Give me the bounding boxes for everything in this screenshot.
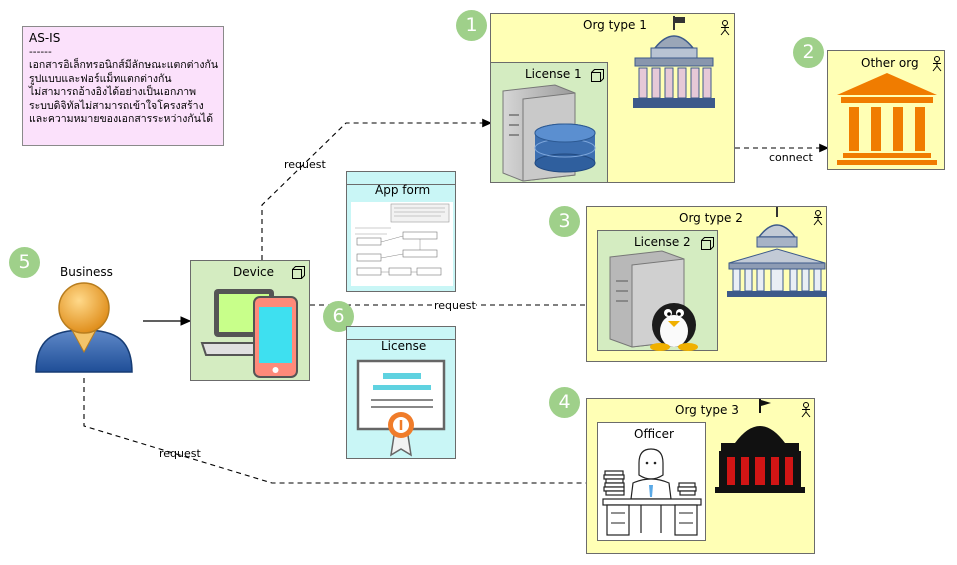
note-line-4: ระบบดิจิทัลไม่สามารถเข้าใจโครงสร้าง [29,99,204,112]
license-label: License [381,339,427,353]
officer-at-desk-icon [602,448,702,536]
note-line-2: รูปแบบและฟอร์แม็ทแตกต่างกัน [29,72,172,85]
capitol-building-icon [727,207,827,297]
request-label-top: request [284,158,326,171]
license-2-label: License 2 [634,235,691,249]
classical-building-icon [837,73,937,165]
org-type-1-label: Org type 1 [583,18,647,32]
linux-server-icon [609,250,698,351]
badge-5: 5 [9,247,40,278]
red-government-building-icon [715,399,805,493]
actor-icon [720,20,730,36]
license-artifact[interactable]: License [346,326,456,459]
note-line-1: เอกสารอิเล็กทรอนิกส์มีลักษณะแตกต่างกัน [29,59,219,71]
server-database-icon [502,84,596,182]
badge-1: 1 [456,10,487,41]
component-icon [292,266,305,279]
note-line-5: และความหมายของเอกสารระหว่างกันได้ [29,113,214,125]
business-user-icon [35,282,133,373]
license-1-box[interactable]: License 1 [490,62,608,183]
component-icon [701,237,714,250]
note-line-3: ไม่สามารถอ้างอิงได้อย่างเป็นเอกภาพ [29,86,197,98]
component-icon [591,69,604,82]
form-diagram-thumbnail [351,202,453,286]
license-1-label: License 1 [525,67,582,81]
org-type-3-label: Org type 3 [675,403,739,417]
actor-icon [932,56,942,72]
as-is-note: AS-IS ------ เอกสารอิเล็กทรอนิกส์มีลักษณ… [22,26,224,146]
officer-box[interactable]: Officer [597,422,706,541]
device-box[interactable]: Device [190,260,310,381]
note-title: AS-IS [29,31,61,45]
device-to-license1-line [261,118,493,260]
connect-label: connect [769,151,813,164]
actor-icon [813,210,823,226]
laptop-phone-icon [200,289,298,378]
app-form-artifact[interactable]: App form [346,171,456,292]
business-label: Business [60,265,113,279]
badge-6: 6 [323,301,354,332]
license-2-box[interactable]: License 2 [597,230,718,351]
app-form-label: App form [375,183,431,197]
business-to-officer-line [83,378,599,488]
request-label-bottom: request [159,447,201,460]
request-label-mid: request [434,299,476,312]
badge-4: 4 [549,387,580,418]
badge-3: 3 [549,206,580,237]
certificate-icon [356,359,446,457]
badge-2: 2 [793,37,824,68]
note-divider: ------ [29,45,52,58]
device-label: Device [233,265,275,279]
officer-label: Officer [634,427,674,441]
actor-icon [801,402,811,418]
government-building-icon [633,16,715,108]
org-type-2-label: Org type 2 [679,211,743,225]
other-org-label: Other org [861,56,919,70]
other-org-box[interactable]: Other org [827,50,945,170]
